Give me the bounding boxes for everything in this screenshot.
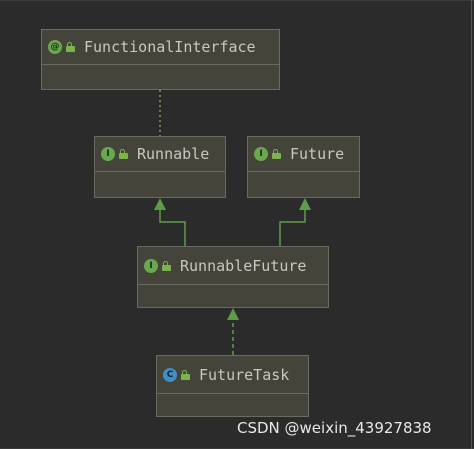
- node-label: Future: [290, 145, 345, 163]
- node-future-task[interactable]: C FutureTask: [156, 355, 309, 417]
- unlocked-icon: [162, 260, 172, 271]
- node-runnable-future[interactable]: I RunnableFuture: [137, 246, 329, 308]
- unlocked-icon: [272, 149, 282, 159]
- node-body: [95, 172, 225, 198]
- node-body: [138, 285, 328, 308]
- interface-icon: I: [101, 147, 115, 161]
- node-future[interactable]: I Future: [247, 136, 360, 198]
- node-functional-interface[interactable]: @ FunctionalInterface: [41, 29, 280, 90]
- node-runnable[interactable]: I Runnable: [94, 136, 226, 198]
- node-body: [42, 65, 279, 90]
- watermark: CSDN @weixin_43927838: [237, 419, 432, 437]
- extends-future-edge: [279, 208, 306, 246]
- unlocked-icon: [66, 42, 76, 52]
- extends-runnable-edge: [159, 208, 186, 246]
- node-body: [157, 394, 308, 417]
- interface-icon: I: [254, 147, 268, 161]
- right-border: [471, 0, 472, 449]
- interface-icon: I: [144, 258, 158, 273]
- top-border: [0, 0, 474, 1]
- extends-runnable-arrowhead: [154, 198, 166, 210]
- node-label: RunnableFuture: [180, 256, 307, 275]
- node-label: FunctionalInterface: [84, 38, 256, 56]
- class-icon: C: [163, 367, 177, 382]
- extends-future-arrowhead: [299, 198, 311, 210]
- node-body: [248, 172, 359, 198]
- annotation-icon: @: [48, 40, 62, 54]
- unlocked-icon: [181, 369, 191, 380]
- node-label: Runnable: [137, 145, 210, 163]
- implements-runnablefuture-arrowhead: [227, 308, 239, 320]
- node-label: FutureTask: [199, 365, 290, 384]
- unlocked-icon: [119, 149, 129, 159]
